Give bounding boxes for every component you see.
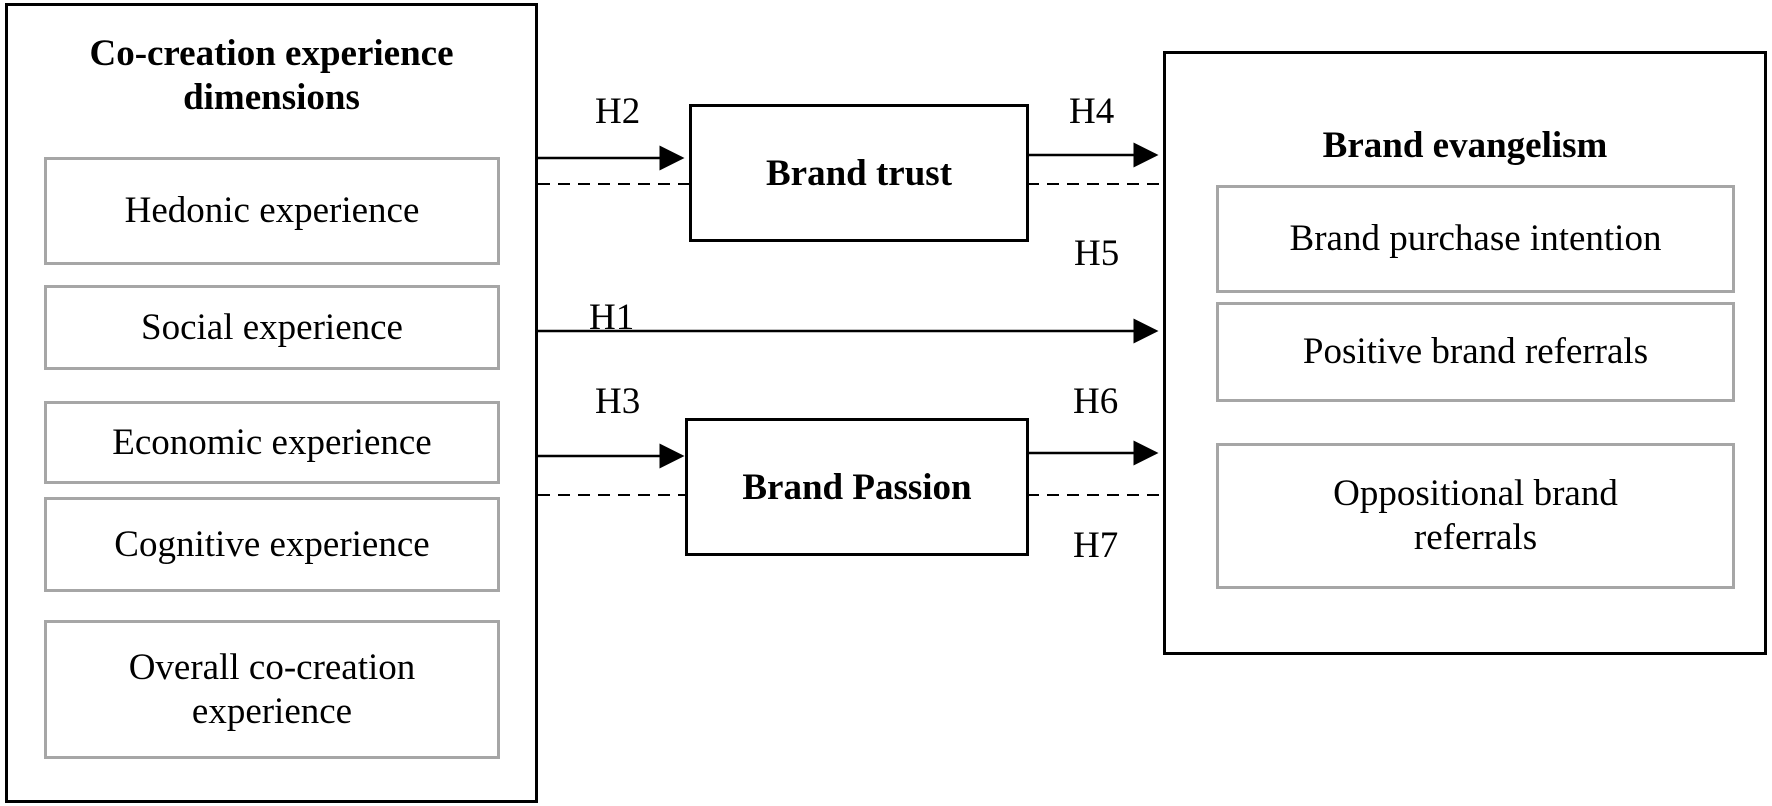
hypothesis-label-h2: H2 [595, 91, 641, 132]
item-social-experience: Social experience [44, 285, 500, 370]
item-hedonic-experience: Hedonic experience [44, 157, 500, 265]
hypothesis-label-h5: H5 [1074, 233, 1120, 274]
item-label: Social experience [141, 306, 403, 348]
item-label: Oppositional brand referrals [1333, 473, 1618, 558]
hypothesis-label-h3: H3 [595, 381, 641, 422]
item-overall-co-creation-experience: Overall co-creation experience [44, 620, 500, 759]
brand-trust-label: Brand trust [765, 152, 953, 194]
hypothesis-label-h7: H7 [1073, 525, 1119, 566]
item-brand-purchase-intention: Brand purchase intention [1216, 185, 1735, 293]
brand-evangelism-title: Brand evangelism [1322, 125, 1608, 166]
co-creation-panel: Co-creation experience dimensions Hedoni… [5, 3, 538, 803]
hypothesis-label-h6: H6 [1073, 381, 1119, 422]
brand-passion-label: Brand Passion [742, 466, 972, 508]
item-label: Cognitive experience [114, 523, 430, 565]
item-label: Positive brand referrals [1302, 331, 1649, 372]
item-label: Economic experience [112, 421, 432, 463]
item-label: Hedonic experience [124, 190, 420, 231]
item-label: Overall co-creation experience [128, 646, 416, 732]
item-label: Brand purchase intention [1289, 218, 1662, 259]
brand-evangelism-panel: Brand evangelism Brand purchase intentio… [1163, 51, 1767, 655]
item-oppositional-brand-referrals: Oppositional brand referrals [1216, 443, 1735, 589]
hypothesis-label-h1: H1 [589, 297, 635, 338]
item-positive-brand-referrals: Positive brand referrals [1216, 302, 1735, 402]
item-cognitive-experience: Cognitive experience [44, 497, 500, 592]
co-creation-panel-title: Co-creation experience dimensions [89, 33, 454, 118]
hypothesis-label-h4: H4 [1069, 91, 1115, 132]
item-economic-experience: Economic experience [44, 401, 500, 484]
brand-trust-box: Brand trust [689, 104, 1029, 242]
brand-passion-box: Brand Passion [685, 418, 1029, 556]
